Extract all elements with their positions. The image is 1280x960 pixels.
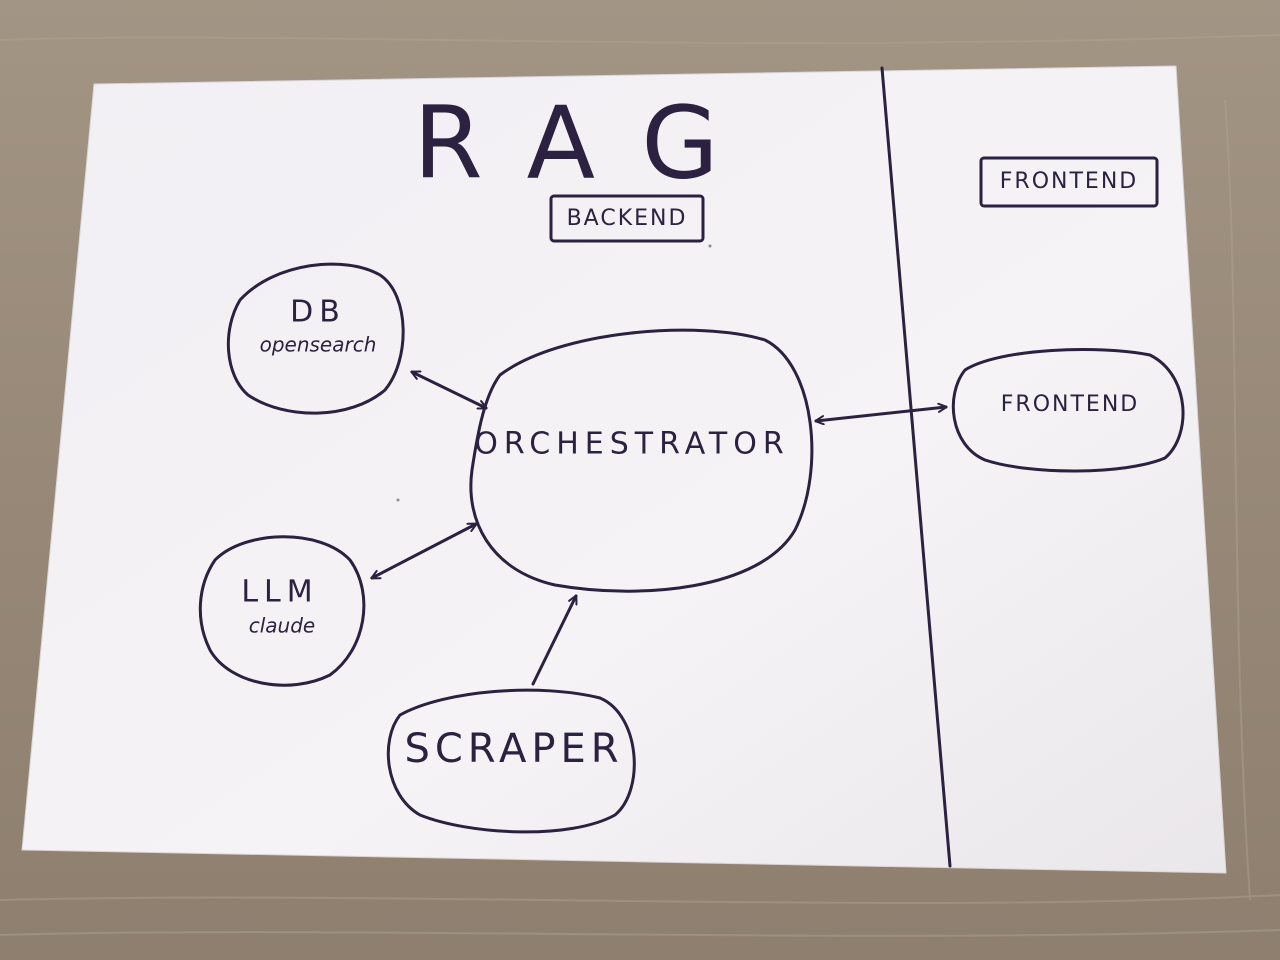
frontend-ellipse bbox=[951, 348, 1185, 473]
frontend-tag: FRONTEND bbox=[1000, 169, 1138, 194]
diagram-title: RAG bbox=[413, 84, 767, 201]
node-frontend: FRONTEND bbox=[951, 348, 1185, 473]
node-orchestrator: ORCHESTRATOR bbox=[469, 328, 814, 593]
llm-ellipse bbox=[198, 535, 366, 687]
llm-sublabel: claude bbox=[249, 614, 315, 638]
arrow-db-orchestrator bbox=[412, 370, 486, 410]
backend-tag-box bbox=[549, 194, 705, 243]
db-ellipse bbox=[226, 262, 405, 415]
backend-tag: BACKEND bbox=[567, 206, 688, 231]
db-sublabel: opensearch bbox=[260, 333, 377, 357]
paper-speck bbox=[708, 244, 712, 248]
node-scraper: SCRAPER bbox=[386, 688, 636, 834]
paper-sheet bbox=[21, 65, 1227, 874]
arrow-orchestrator-frontend bbox=[816, 407, 946, 421]
llm-label: LLM bbox=[241, 575, 318, 610]
divider-line bbox=[880, 66, 952, 868]
frontend-label: FRONTEND bbox=[1001, 392, 1139, 417]
arrow-llm-orchestrator bbox=[372, 522, 476, 580]
paper-speck bbox=[396, 498, 400, 502]
orchestrator-ellipse bbox=[469, 328, 814, 593]
scraper-label: SCRAPER bbox=[404, 726, 623, 772]
node-db: DB opensearch bbox=[226, 262, 405, 415]
arrow-scraper-orchestrator bbox=[531, 596, 578, 686]
scraper-ellipse bbox=[386, 688, 636, 834]
frontend-tag-box bbox=[979, 156, 1159, 208]
db-label: DB bbox=[290, 295, 346, 330]
wood-grain bbox=[0, 34, 1280, 937]
node-llm: LLM claude bbox=[198, 535, 366, 687]
orchestrator-label: ORCHESTRATOR bbox=[474, 427, 789, 462]
